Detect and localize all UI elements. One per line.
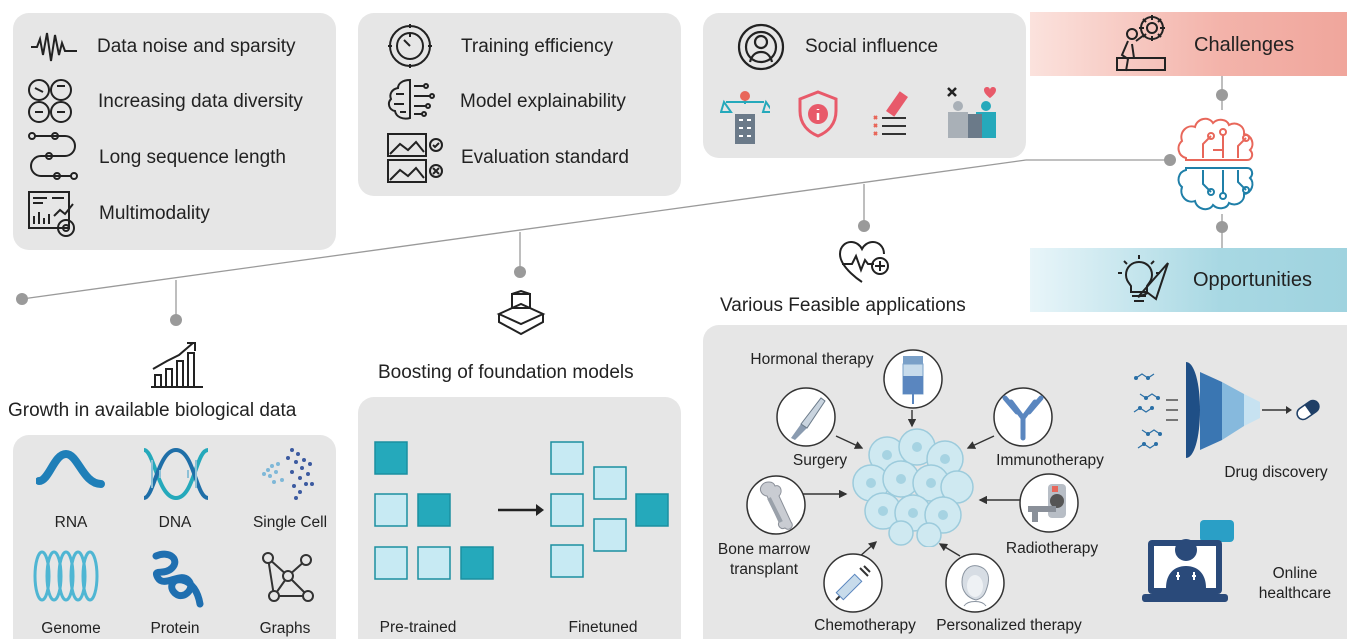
graphs-icon — [260, 550, 316, 608]
node-dot — [514, 266, 526, 278]
node-dot — [170, 314, 182, 326]
personalized-therapy-label: Personalized therapy — [936, 617, 1082, 634]
genome-label: Genome — [41, 620, 101, 637]
single-cell-icon — [258, 440, 322, 504]
challenge-evaluation: Evaluation standard — [461, 147, 629, 168]
hormonal-therapy-icon — [882, 348, 944, 410]
online-healthcare-label: Online healthcare — [1258, 565, 1332, 602]
pretrained-label: Pre-trained — [379, 619, 457, 636]
rna-label: RNA — [54, 514, 88, 531]
challenge-data-noise: Data noise and sparsity — [97, 36, 296, 57]
finetuned-label: Finetuned — [568, 619, 638, 636]
immunotherapy-label: Immunotherapy — [996, 452, 1104, 469]
growth-chart-icon — [149, 337, 205, 389]
node-dot — [858, 220, 870, 232]
checklist-pen-icon — [866, 88, 918, 140]
lightbulb-plane-icon — [1112, 253, 1170, 309]
rna-icon — [36, 446, 106, 496]
training-gear-icon — [386, 22, 436, 70]
multimodality-icon — [28, 190, 80, 238]
person-gear-icon — [1114, 14, 1168, 72]
challenge-multimodality: Multimodality — [99, 203, 210, 224]
evaluation-icon — [386, 132, 444, 184]
bone-marrow-label: Bone marrow transplant — [717, 541, 811, 578]
opportunities-label: Opportunities — [1193, 269, 1312, 291]
hormonal-therapy-label: Hormonal therapy — [750, 351, 874, 368]
chemotherapy-label: Chemotherapy — [814, 617, 916, 634]
opportunities-banner — [1030, 248, 1347, 312]
foundation-title: Boosting of foundation models — [378, 362, 634, 383]
immunotherapy-icon — [992, 386, 1054, 448]
node-dot — [16, 293, 28, 305]
protein-icon — [144, 548, 210, 608]
ai-brain-icon — [1168, 110, 1278, 218]
model-challenges-panel — [358, 13, 681, 196]
dna-icon — [142, 446, 210, 502]
sequence-icon — [27, 130, 79, 180]
online-healthcare-icon — [1140, 516, 1240, 616]
people-relationship-icon — [944, 84, 1000, 140]
radiotherapy-icon — [1018, 472, 1080, 534]
challenge-explainability: Model explainability — [460, 91, 626, 112]
drug-discovery-label: Drug discovery — [1224, 464, 1328, 481]
single-cell-label: Single Cell — [252, 514, 328, 531]
graphs-label: Graphs — [259, 620, 311, 637]
surgery-icon — [775, 386, 837, 448]
surgery-label: Surgery — [792, 452, 848, 469]
genome-icon — [32, 548, 106, 604]
node-dot — [1216, 221, 1228, 233]
waveform-icon — [30, 30, 78, 64]
node-dot — [1164, 154, 1176, 166]
social-influence-title: Social influence — [805, 36, 939, 57]
drug-discovery-icon — [1130, 360, 1330, 460]
challenges-label: Challenges — [1194, 34, 1295, 56]
bone-marrow-icon — [745, 474, 807, 536]
dna-label: DNA — [158, 514, 192, 531]
justice-building-icon — [720, 88, 770, 146]
cube-box-icon — [496, 290, 546, 336]
challenge-training-efficiency: Training efficiency — [461, 36, 614, 57]
challenges-banner — [1030, 12, 1347, 76]
applications-panel — [703, 325, 1347, 639]
diversity-icon — [27, 76, 73, 124]
protein-label: Protein — [150, 620, 200, 637]
radiotherapy-label: Radiotherapy — [1005, 540, 1099, 557]
growth-title: Growth in available biological data — [8, 400, 297, 421]
biological-data-panel — [13, 435, 336, 639]
personalized-therapy-icon — [944, 552, 1006, 614]
foundation-models-panel — [358, 397, 681, 639]
applications-title: Various Feasible applications — [720, 295, 966, 316]
tumor-cells-icon — [847, 425, 979, 547]
pretrained-finetuned-diagram — [374, 441, 669, 580]
node-dot — [1216, 89, 1228, 101]
brain-circuit-icon — [386, 76, 438, 122]
heart-health-icon — [838, 240, 890, 286]
shield-alert-icon — [797, 90, 839, 138]
challenge-data-diversity: Increasing data diversity — [98, 91, 303, 112]
challenge-sequence-length: Long sequence length — [99, 147, 286, 168]
person-broadcast-icon — [736, 22, 786, 72]
chemotherapy-icon — [822, 552, 884, 614]
